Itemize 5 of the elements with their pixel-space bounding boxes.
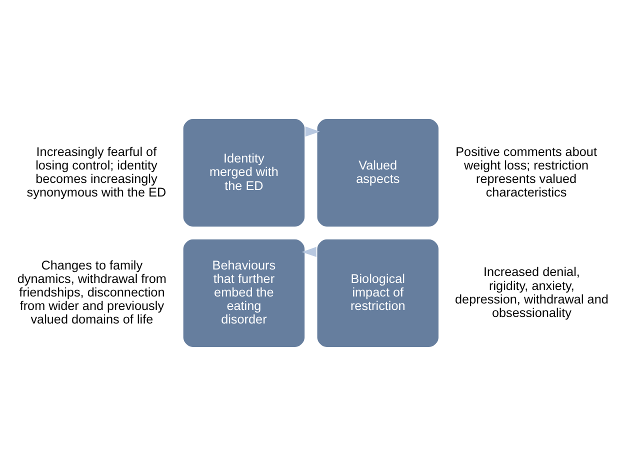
node-label: Changes to family dynamics, withdrawal from friendships, disconnection from wider and previously valued domains of life (17, 258, 166, 326)
node-label: Positive comments about weight loss; restriction represents valued characteristics (456, 144, 597, 200)
node-box: Behaviours that further embed the eating disorder (180, 236, 308, 350)
node-label: Increased denial, rigidity, anxiety, depression, withdrawal and obsessionality (455, 264, 608, 320)
node-label: Increasingly fearful of losing control; identity becomes increasingly synonymous with the ED (26, 144, 166, 200)
